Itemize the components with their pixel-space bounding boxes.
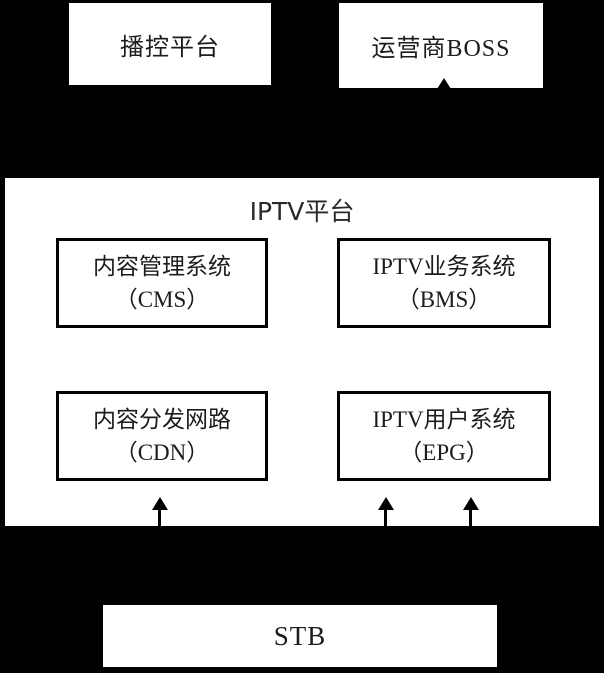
broadcast-control-label: 播控平台 [120,34,220,61]
platform-title: IPTV平台 [249,197,355,226]
cdn-name: 内容分发网路 [93,407,231,432]
node-operator-boss: 运营商BOSS [339,3,543,88]
arrow-up-to-cdn-icon [152,497,168,510]
epg-name: IPTV用户系统 [372,407,516,432]
arrow-up-to-epg-left-icon [378,497,394,510]
arrow-up-to-cdn-shaft [158,508,161,528]
arrow-up-to-epg-right-shaft [469,508,472,528]
cms-name: 内容管理系统 [93,254,231,279]
platform-container: IPTV平台 内容管理系统 （CMS） IPTV业务系统 （BMS） 内容分发网… [5,178,599,526]
arrow-up-to-epg-right-icon [463,497,479,510]
node-epg: IPTV用户系统 （EPG） [337,391,551,481]
node-broadcast-control-platform: 播控平台 [69,3,271,85]
stb-label: STB [273,620,327,651]
node-cdn: 内容分发网路 （CDN） [56,391,268,481]
epg-abbr: （EPG） [399,440,489,465]
bms-abbr: （BMS） [396,287,492,312]
arrow-up-to-boss-icon [437,78,451,89]
cdn-abbr: （CDN） [114,440,210,465]
arrow-up-to-epg-left-shaft [384,508,387,528]
operator-boss-label: 运营商BOSS [371,36,511,62]
bms-name: IPTV业务系统 [372,254,516,279]
node-bms: IPTV业务系统 （BMS） [337,238,551,328]
node-cms: 内容管理系统 （CMS） [56,238,268,328]
cms-abbr: （CMS） [114,287,210,312]
node-stb: STB [103,605,497,667]
